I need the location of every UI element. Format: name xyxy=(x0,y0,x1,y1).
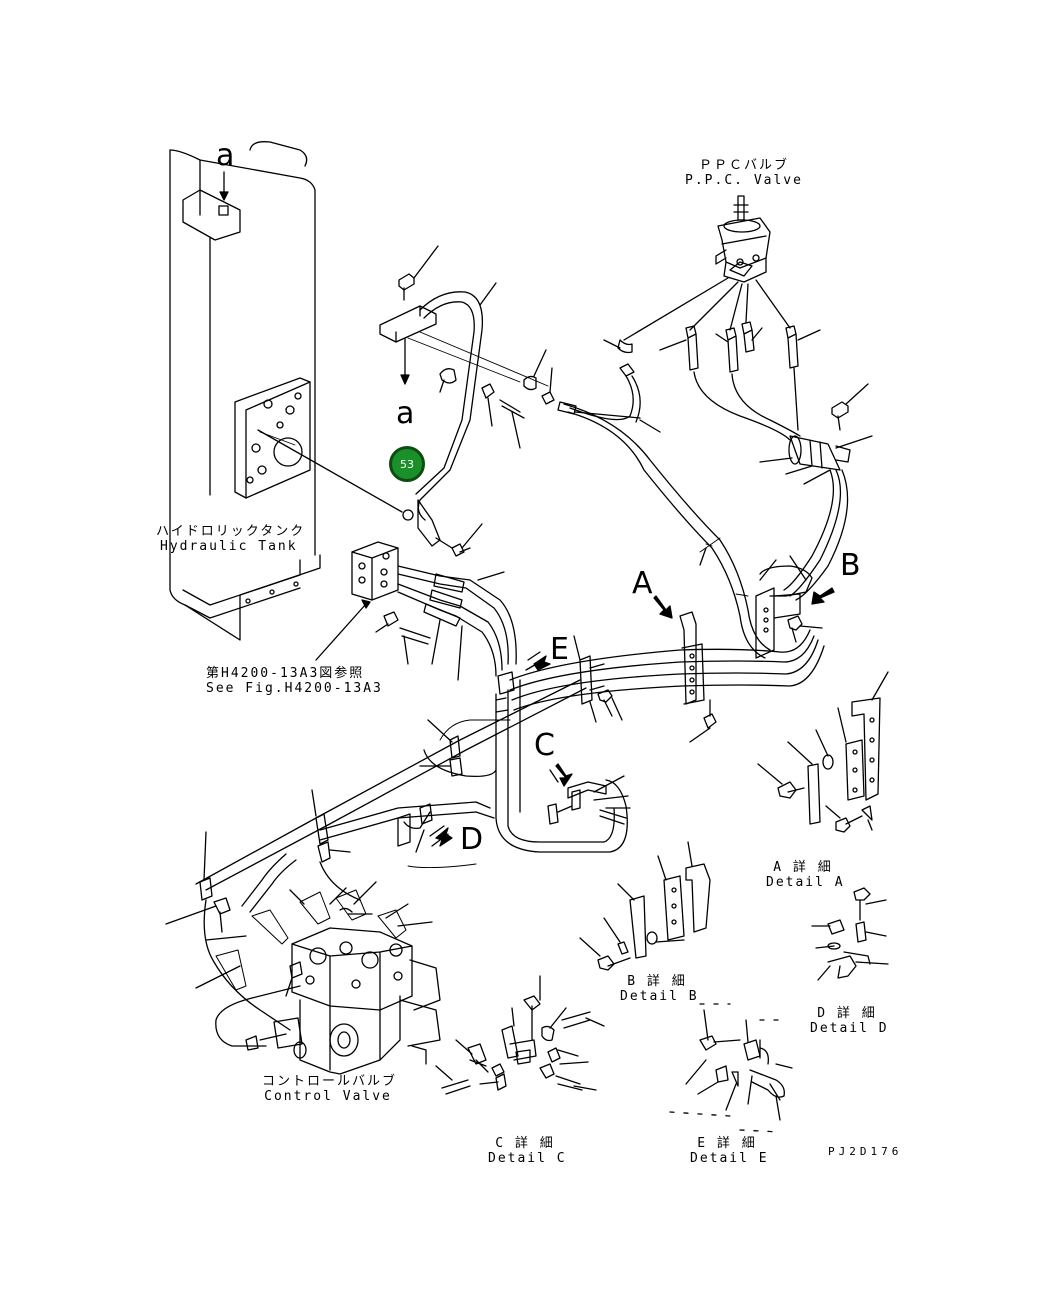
detail-a-parts xyxy=(757,671,889,833)
ppc-return-hose xyxy=(557,401,771,659)
figure-reference-en: See Fig.H4200-13A3 xyxy=(206,681,383,696)
tank-leader xyxy=(257,429,414,521)
detail-c-label: C 詳 細 Detail C xyxy=(488,1136,567,1166)
view-letter-E: E xyxy=(550,632,569,667)
detail-e-label-ja: E 詳 細 xyxy=(697,1136,757,1151)
view-letter-a-top: a xyxy=(216,138,235,173)
control-valve xyxy=(165,881,441,1075)
hydraulic-tank-label-ja: ハイドロリックタンク xyxy=(156,524,306,539)
detail-a-label: A 詳 細 Detail A xyxy=(766,860,845,890)
view-letter-C: C xyxy=(534,728,555,763)
view-arrows xyxy=(429,651,573,847)
detail-d-label: D 詳 細 Detail D xyxy=(810,1006,889,1036)
control-valve-label-ja: コントロールバルブ xyxy=(262,1074,398,1089)
figure-reference-label: 第H4200-13A3図参照 See Fig.H4200-13A3 xyxy=(206,666,383,696)
detail-b-parts xyxy=(579,841,711,971)
ppc-valve-label: ＰＰＣバルブ P.P.C. Valve xyxy=(684,158,804,188)
detail-e-label: E 詳 細 Detail E xyxy=(690,1136,769,1166)
diagonal-pipes xyxy=(195,679,587,1051)
top-block-fitting xyxy=(379,245,439,385)
drawing-code: PJ2D176 xyxy=(828,1145,903,1158)
hose-sleeve xyxy=(759,383,873,601)
ppc-valve-label-en: P.P.C. Valve xyxy=(685,173,803,188)
detail-c-parts xyxy=(435,975,605,1095)
diverter-block xyxy=(315,523,517,681)
detail-d-label-ja: D 詳 細 xyxy=(817,1006,877,1021)
detail-a-label-en: Detail A xyxy=(766,875,845,890)
center-top-parts xyxy=(407,331,555,449)
detail-e-parts xyxy=(685,1009,793,1121)
ppc-valve xyxy=(623,195,791,341)
detail-a-label-ja: A 詳 細 xyxy=(773,860,833,875)
part-hotspot-53[interactable]: 53 xyxy=(389,446,425,482)
hose-bundle-horizontal xyxy=(509,629,825,723)
control-valve-label-en: Control Valve xyxy=(264,1089,392,1104)
view-letter-A: A xyxy=(632,566,653,601)
detail-c-label-ja: C 詳 細 xyxy=(495,1136,555,1151)
control-valve-label: コントロールバルブ Control Valve xyxy=(262,1074,398,1104)
ppc-valve-label-ja: ＰＰＣバルブ xyxy=(698,158,789,173)
bracket-b-area xyxy=(755,555,835,659)
detail-d-label-en: Detail D xyxy=(810,1021,889,1036)
hydraulic-tank-label: ハイドロリックタンク Hydraulic Tank xyxy=(156,524,305,554)
hydraulic-tank xyxy=(169,141,321,641)
detail-d-parts xyxy=(811,887,889,981)
detail-b-label-en: Detail B xyxy=(620,989,699,1004)
ppc-fittings xyxy=(569,321,821,441)
bracket-a-area xyxy=(653,595,717,743)
detail-e-label-en: Detail E xyxy=(690,1151,769,1166)
view-letter-B: B xyxy=(840,548,861,583)
figure-reference-ja: 第H4200-13A3図参照 xyxy=(206,666,365,681)
view-arrow-a-top xyxy=(219,171,229,201)
view-letter-D: D xyxy=(460,822,484,857)
hydraulic-tank-label-en: Hydraulic Tank xyxy=(160,539,298,554)
detail-b-label-ja: B 詳 細 xyxy=(627,974,687,989)
view-letter-a-mid: a xyxy=(396,396,415,431)
detail-b-label: B 詳 細 Detail B xyxy=(620,974,699,1004)
detail-c-label-en: Detail C xyxy=(488,1151,567,1166)
main-hose xyxy=(415,282,497,547)
central-pipes xyxy=(319,671,631,869)
detail-e-dashes xyxy=(669,1003,781,1133)
